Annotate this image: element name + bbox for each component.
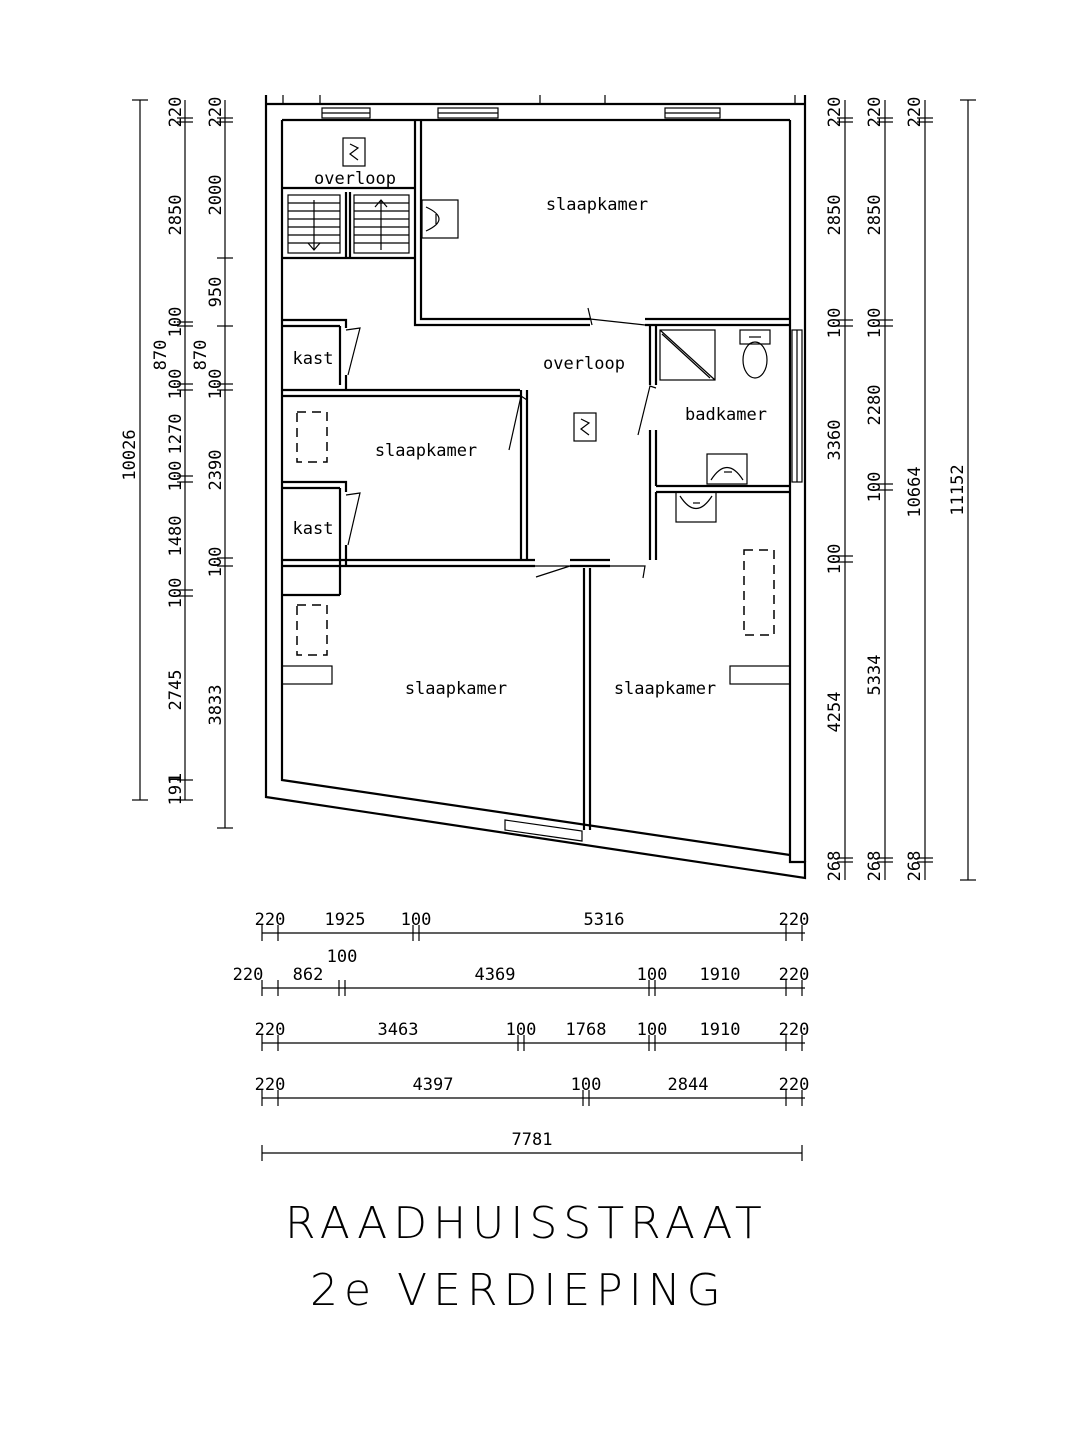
dim-label: 4254 [825, 692, 845, 733]
dim-label: 100 [825, 308, 845, 339]
dim-label: 2280 [865, 385, 885, 426]
dim-label: 1910 [700, 965, 741, 985]
dim-label: 950 [206, 277, 226, 308]
room-labels: overloop slaapkamer kast overloop badkam… [293, 169, 767, 699]
dim-label: 100 [166, 578, 186, 609]
dim-label: 2850 [166, 195, 186, 236]
dim-label: 1270 [166, 414, 186, 455]
toilet-icon [739, 329, 771, 379]
dim-label: 220 [255, 1020, 286, 1040]
dim-label: 100 [825, 544, 845, 575]
dim-label: 100 [506, 1020, 537, 1040]
dim-label: 268 [905, 851, 925, 882]
room-label-badkamer: badkamer [685, 405, 767, 425]
dim-label: 220 [779, 1020, 810, 1040]
dim-label: 100 [166, 307, 186, 338]
dim-label: 220 [166, 97, 186, 128]
dim-label: 1925 [325, 910, 366, 930]
dim-label: 220 [779, 965, 810, 985]
dim-label: 191 [166, 775, 186, 806]
dim-label: 2390 [206, 450, 226, 491]
dim-label: 100 [166, 461, 186, 492]
bed-outline [296, 604, 328, 656]
dim-label: 268 [865, 851, 885, 882]
dim-label: 100 [571, 1075, 602, 1095]
right-dimensions: 220 2850 100 3360 100 4254 268 220 2850 … [825, 97, 976, 882]
dim-label: 1910 [700, 1020, 741, 1040]
dim-label: 2745 [166, 670, 186, 711]
dim-label: 100 [166, 369, 186, 400]
fixtures [296, 137, 775, 656]
dim-label: 4397 [413, 1075, 454, 1095]
dim-label: 1480 [166, 516, 186, 557]
dim-label: 870 [151, 340, 171, 371]
dim-label: 100 [637, 1020, 668, 1040]
title-street: RAADHUISSTRAAT [285, 1198, 768, 1249]
dim-label: 3833 [206, 685, 226, 726]
dim-label: 10026 [120, 429, 140, 480]
bed-outline [743, 549, 775, 636]
dim-label: 100 [401, 910, 432, 930]
outer-walls [264, 95, 807, 880]
dim-label: 5334 [865, 655, 885, 696]
room-label-overloop: overloop [314, 169, 396, 189]
dim-label: 100 [327, 947, 358, 967]
room-label-kast: kast [293, 349, 334, 369]
dim-label: 10664 [905, 466, 925, 517]
shower-icon [659, 329, 716, 381]
room-label-slaapkamer: slaapkamer [614, 679, 716, 699]
dim-label: 2000 [206, 175, 226, 216]
title-floor: 2e VERDIEPING [310, 1265, 727, 1316]
room-label-slaapkamer: slaapkamer [405, 679, 507, 699]
dim-label: 5316 [584, 910, 625, 930]
dim-label: 220 [255, 910, 286, 930]
dim-label: 100 [206, 369, 226, 400]
dim-label: 268 [825, 851, 845, 882]
dim-label: 100 [637, 965, 668, 985]
dim-label: 220 [233, 965, 264, 985]
dim-label: 11152 [948, 464, 968, 515]
dim-label: 2850 [865, 195, 885, 236]
dim-label: 100 [865, 308, 885, 339]
dim-label: 862 [293, 965, 324, 985]
dim-label: 870 [191, 340, 211, 371]
dim-label: 220 [779, 910, 810, 930]
room-label-kast: kast [293, 519, 334, 539]
room-label-slaapkamer: slaapkamer [546, 195, 648, 215]
dim-label: 1 [166, 773, 186, 783]
dim-label: 7781 [512, 1130, 553, 1150]
dim-label: 3360 [825, 420, 845, 461]
doors [345, 307, 657, 579]
dim-label: 220 [779, 1075, 810, 1095]
left-dimensions: 10026 220 2850 100 870 100 1270 100 1480… [120, 97, 233, 829]
washbasin-icon [421, 199, 459, 239]
dim-label: 220 [255, 1075, 286, 1095]
dim-label: 100 [865, 472, 885, 503]
dim-label: 4369 [475, 965, 516, 985]
bottom-dimensions: 220 1925 100 5316 220 220 862 100 4369 1… [233, 910, 810, 1161]
bed-outline [296, 411, 328, 463]
chimney-icon [573, 412, 597, 442]
dim-label: 2850 [825, 195, 845, 236]
dim-label: 220 [905, 97, 925, 128]
room-label-slaapkamer: slaapkamer [375, 441, 477, 461]
dim-label: 2844 [668, 1075, 709, 1095]
chimney-icon [342, 137, 366, 167]
washbasin-icon [675, 491, 717, 523]
dim-label: 3463 [378, 1020, 419, 1040]
room-label-overloop: overloop [543, 354, 625, 374]
dim-label: 1768 [566, 1020, 607, 1040]
dim-label: 220 [825, 97, 845, 128]
washbasin-icon [706, 453, 748, 485]
dim-label: 100 [206, 547, 226, 578]
stairs [287, 194, 410, 254]
dim-label: 220 [206, 97, 226, 128]
dim-label: 220 [865, 97, 885, 128]
interior-walls [281, 120, 791, 830]
windows [321, 107, 803, 842]
